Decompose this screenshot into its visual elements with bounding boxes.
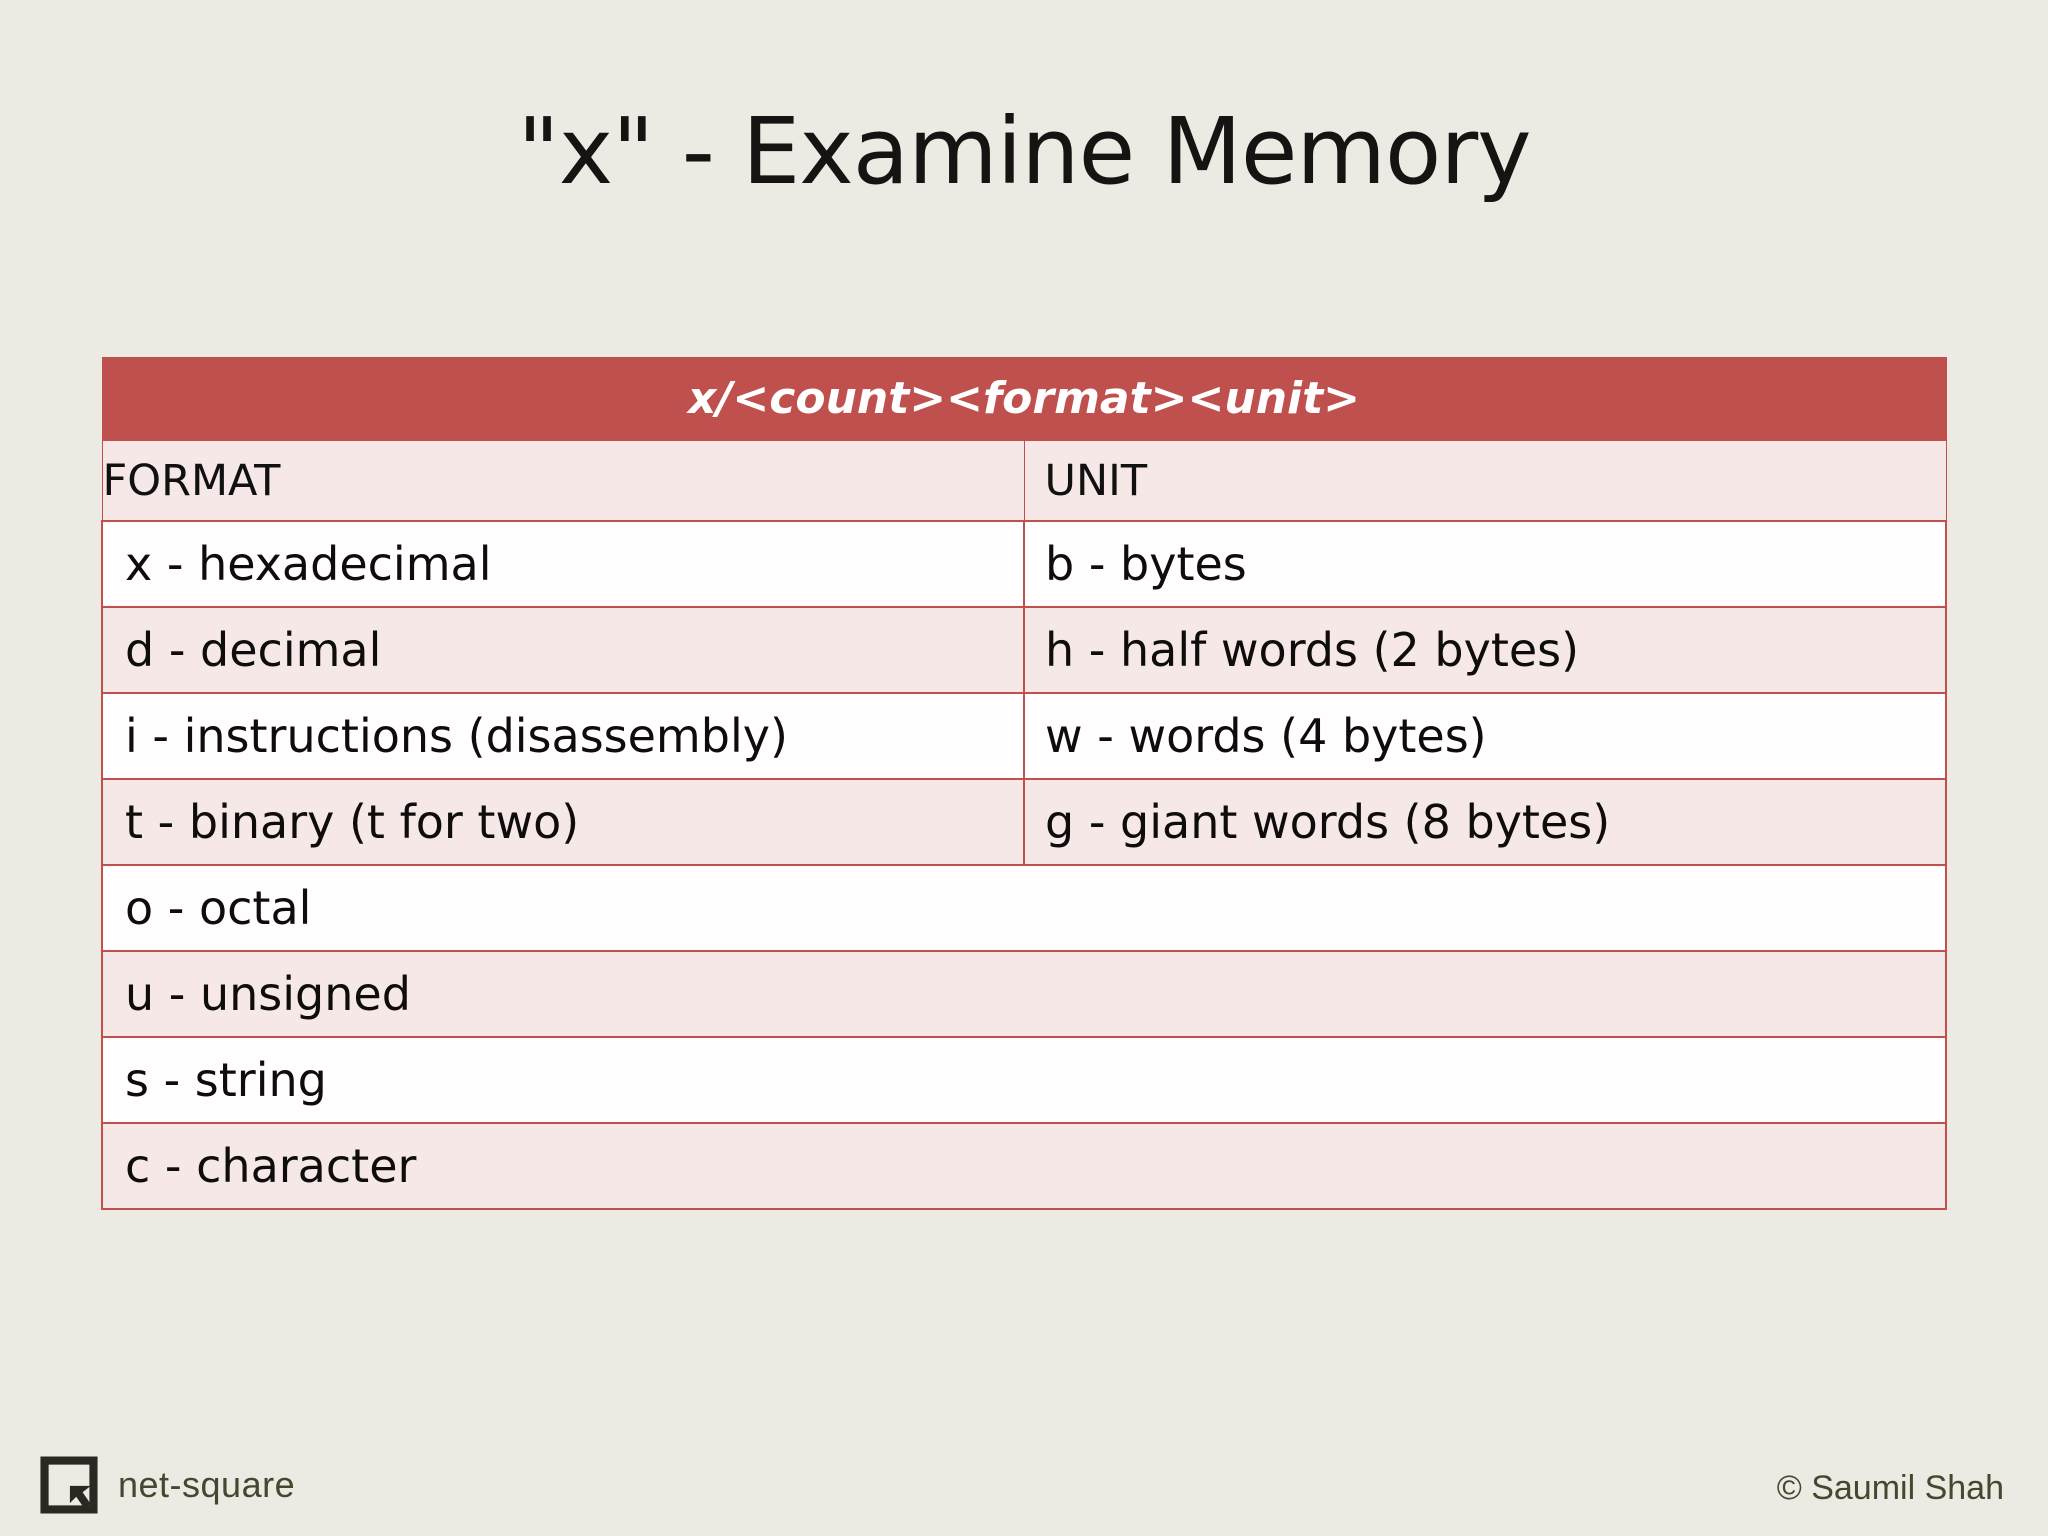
net-square-logo-icon <box>40 1456 98 1514</box>
slide-footer: net-square © Saumil Shah <box>0 1416 2048 1536</box>
table-row: o - octal <box>101 864 1947 952</box>
syntax-header-cell: x/<count><format><unit> <box>101 357 1947 441</box>
table-row: u - unsigned <box>101 950 1947 1038</box>
table-column-header-row: FORMAT UNIT <box>101 440 1947 522</box>
cell-format: o - octal <box>101 864 1947 952</box>
cell-format: x - hexadecimal <box>101 520 1025 608</box>
cell-format: c - character <box>101 1122 1947 1210</box>
cell-format: t - binary (t for two) <box>101 778 1025 866</box>
examine-memory-table-container: x/<count><format><unit> FORMAT UNIT x - … <box>101 357 1947 1210</box>
table-row: i - instructions (disassembly) w - words… <box>101 692 1947 780</box>
brand-logo: net-square <box>40 1456 295 1514</box>
table-row: s - string <box>101 1036 1947 1124</box>
cell-unit: b - bytes <box>1023 520 1947 608</box>
table-row: c - character <box>101 1122 1947 1210</box>
table-row: t - binary (t for two) g - giant words (… <box>101 778 1947 866</box>
table-row: d - decimal h - half words (2 bytes) <box>101 606 1947 694</box>
copyright-text: © Saumil Shah <box>1776 1469 2004 1507</box>
cell-format: i - instructions (disassembly) <box>101 692 1025 780</box>
table-row: x - hexadecimal b - bytes <box>101 520 1947 608</box>
cell-format: u - unsigned <box>101 950 1947 1038</box>
cell-unit: w - words (4 bytes) <box>1023 692 1947 780</box>
cell-unit: h - half words (2 bytes) <box>1023 606 1947 694</box>
table-syntax-header-row: x/<count><format><unit> <box>101 357 1947 441</box>
cell-unit: g - giant words (8 bytes) <box>1023 778 1947 866</box>
cell-format: d - decimal <box>101 606 1025 694</box>
column-header-unit: UNIT <box>1023 440 1947 522</box>
cell-format: s - string <box>101 1036 1947 1124</box>
page-title: "x" - Examine Memory <box>517 98 1531 205</box>
column-header-format: FORMAT <box>101 440 1025 522</box>
examine-memory-table: x/<count><format><unit> FORMAT UNIT x - … <box>101 357 1947 1210</box>
brand-name: net-square <box>118 1464 296 1505</box>
